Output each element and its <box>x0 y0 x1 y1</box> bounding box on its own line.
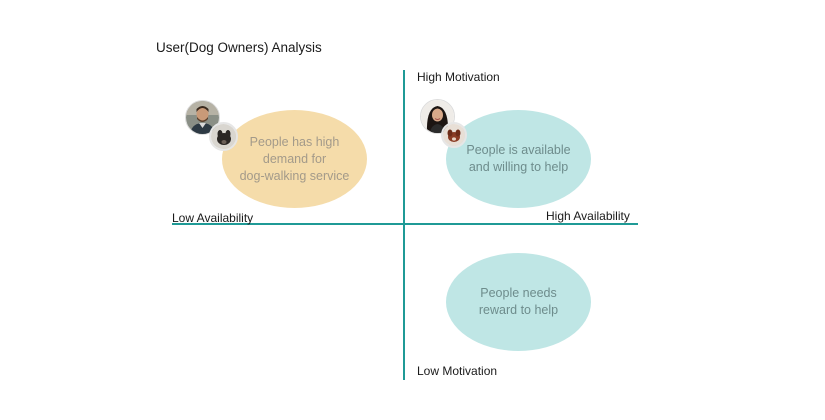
bubble-line: reward to help <box>478 303 559 317</box>
woman-avatar-photo <box>420 99 455 134</box>
diagram-title: User(Dog Owners) Analysis <box>156 40 322 55</box>
needs-reward-bubble: People needs reward to help <box>446 253 591 351</box>
high-demand-bubble: People has high demand for dog-walking s… <box>222 110 367 208</box>
bubble-line: People is available <box>466 143 571 157</box>
bubble-line: demand for <box>262 151 327 166</box>
available-willing-bubble: People is available and willing to help <box>446 110 591 208</box>
availability-axis <box>172 223 638 225</box>
dog-avatar-photo <box>441 122 467 148</box>
motivation-axis <box>403 70 405 380</box>
high-motivation-label: High Motivation <box>417 70 500 84</box>
high-availability-label: High Availability <box>546 209 630 223</box>
low-availability-label: Low Availability <box>172 211 254 225</box>
bubble-line: People needs <box>480 286 557 300</box>
low-motivation-label: Low Motivation <box>417 364 498 378</box>
bubble-line: and willing to help <box>468 160 569 174</box>
bubble-line: People has high <box>249 134 340 149</box>
bubble-line: dog-walking service <box>239 168 350 183</box>
dog-avatar-photo <box>209 122 238 151</box>
